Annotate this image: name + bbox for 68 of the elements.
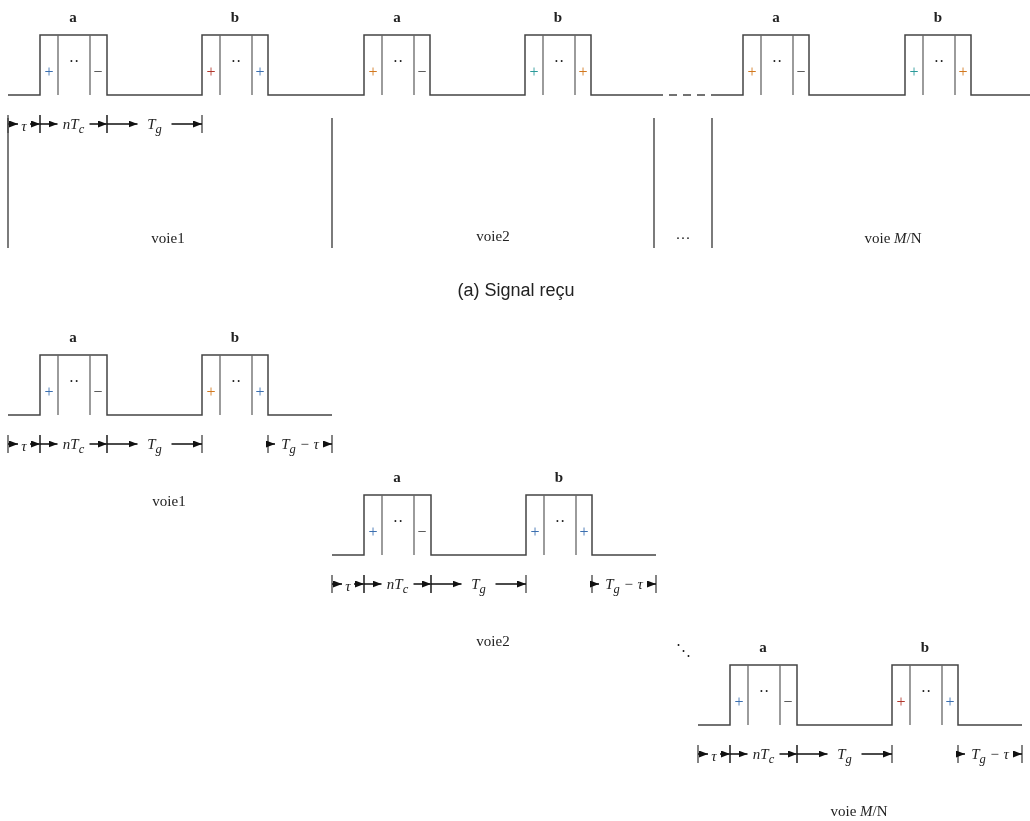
pulse-label: b: [554, 469, 564, 485]
channel-label: voie2: [476, 633, 510, 649]
channel-label: voie M/N: [830, 803, 888, 819]
dimension-label: nT$_{c}$: [751, 746, 776, 766]
chip-sign: ··: [553, 54, 565, 70]
chip-sign: ··: [68, 374, 80, 390]
pulse-label: a: [393, 469, 401, 485]
dimension-label: T$_{g}$: [836, 746, 853, 766]
chip-sign: +: [578, 64, 588, 80]
chip-sign: +: [206, 384, 216, 400]
chip-sign: +: [368, 524, 378, 540]
pulse-label: b: [230, 329, 240, 345]
dimension-label: T$_{g}$ − τ: [280, 436, 320, 456]
chip-sign: ··: [920, 684, 932, 700]
dimension-label: T$_{g}$: [146, 436, 163, 456]
dimension-label: T$_{g}$: [470, 576, 487, 596]
chip-sign: +: [734, 694, 744, 710]
dimension-label: T$_{g}$: [146, 116, 163, 136]
chip-sign: ··: [230, 54, 242, 70]
pulse-label: a: [69, 9, 77, 25]
chip-sign: +: [747, 64, 757, 80]
chip-sign: +: [945, 694, 955, 710]
pulse-label: b: [230, 9, 240, 25]
pulse-label: a: [69, 329, 77, 345]
dimension-label: nT$_{c}$: [61, 116, 86, 136]
channel-label: voie1: [152, 493, 186, 509]
chip-sign: −: [93, 64, 103, 80]
chip-sign: −: [417, 64, 427, 80]
chip-sign: −: [93, 384, 103, 400]
ellipsis: ···: [675, 230, 691, 246]
pulse-label: b: [933, 9, 943, 25]
chip-sign: +: [206, 64, 216, 80]
chip-sign: +: [958, 64, 968, 80]
chip-sign: ··: [392, 54, 404, 70]
dimension-label: nT$_{c}$: [61, 436, 86, 456]
chip-sign: −: [796, 64, 806, 80]
chip-sign: +: [44, 384, 54, 400]
dimension-label: T$_{g}$ − τ: [970, 746, 1010, 766]
chip-sign: +: [44, 64, 54, 80]
chip-sign: ··: [392, 514, 404, 530]
pulse-label: a: [759, 639, 767, 655]
chip-sign: +: [255, 64, 265, 80]
chip-sign: ··: [230, 374, 242, 390]
channel-label: voie2: [476, 228, 510, 244]
chip-sign: ··: [554, 514, 566, 530]
channel-label: voie1: [151, 230, 185, 246]
chip-sign: ··: [68, 54, 80, 70]
chip-sign: +: [368, 64, 378, 80]
chip-sign: +: [255, 384, 265, 400]
chip-sign: +: [529, 64, 539, 80]
caption: (a) Signal reçu: [457, 281, 575, 299]
chip-sign: ··: [758, 684, 770, 700]
chip-sign: −: [417, 524, 427, 540]
chip-sign: +: [909, 64, 919, 80]
ellipsis: ⋱: [675, 642, 691, 658]
pulse-label: b: [920, 639, 930, 655]
dimension-label: T$_{g}$ − τ: [604, 576, 644, 596]
dimension-label: nT$_{c}$: [385, 576, 410, 596]
pulse-label: a: [393, 9, 401, 25]
chip-sign: +: [579, 524, 589, 540]
chip-sign: +: [530, 524, 540, 540]
channel-label: voie M/N: [864, 230, 922, 246]
pulse-label: b: [553, 9, 563, 25]
chip-sign: −: [783, 694, 793, 710]
pulse-label: a: [772, 9, 780, 25]
chip-sign: +: [896, 694, 906, 710]
chip-sign: ··: [771, 54, 783, 70]
chip-sign: ··: [933, 54, 945, 70]
